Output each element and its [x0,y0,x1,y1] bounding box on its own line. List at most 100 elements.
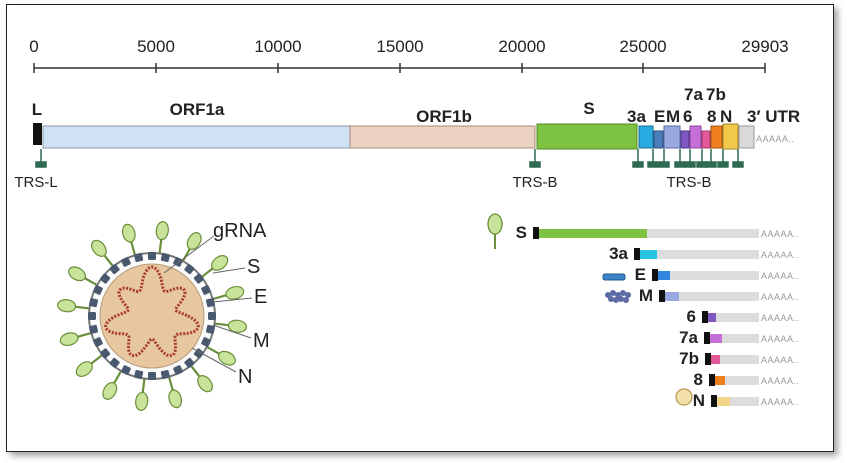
axis-tick-label: 10000 [254,37,301,56]
sgrna-orf [658,271,670,280]
segment-7b [701,130,711,149]
nucleocapsid-icon [675,388,693,406]
spike-protein [155,221,169,255]
sgrna-orf [710,334,722,343]
spike-protein [68,266,99,287]
spike-protein [57,299,91,313]
segment-E [653,130,664,149]
sgrna-body [679,292,759,301]
sgrna-body [722,334,759,343]
segment-ORF1b [349,125,536,149]
virion-label-E: E [254,286,267,308]
virion-label-M: M [253,330,270,352]
membrane-protein [89,324,98,334]
genome-polya-tail: AAAAA.. [756,134,795,144]
sgrna-polya-tail: AAAAA.. [761,334,800,344]
sgrna-label: 6 [687,307,696,326]
segment-label-N: N [720,107,732,126]
spike-protein [91,239,115,268]
membrane-protein [184,357,195,368]
membrane-protein [93,337,103,347]
sgrna-label: M [639,286,653,305]
sgrna-polya-tail: AAAAA.. [761,355,800,365]
M-leader-line [212,324,252,339]
segment-3a [638,125,654,149]
segment-label-3a: 3a [627,107,646,126]
sgrna-row: M AAAAA.. [639,286,800,305]
segment-3UTR [738,125,755,149]
membrane-proteins [88,252,216,380]
membrane-protein [121,365,131,375]
membrane-protein [109,264,120,275]
membrane-icon [605,290,631,303]
sgrna-label: E [635,265,646,284]
sgrna-leader [702,311,708,323]
spike-protein [102,369,123,400]
sgrna-body [716,313,759,322]
S-leader-line [212,267,246,274]
virion-core [99,263,205,369]
sgrna-orf [665,292,679,301]
segment-label-S: S [583,99,594,118]
N-leader-line [191,347,237,373]
virion-label-gRNA: gRNA [213,220,267,242]
sgrna-row: 6 AAAAA.. [687,307,800,326]
membrane-protein [148,372,156,380]
axis-tick-label: 5000 [137,37,175,56]
segment-label-ORF1b: ORF1b [416,107,472,126]
gRNA-leader-line [163,235,215,274]
spike-icon [487,213,503,249]
sgrna-polya-tail: AAAAA.. [761,292,800,302]
sgrna-polya-tail: AAAAA.. [761,229,800,239]
spike-protein [75,353,104,377]
trs-b-label: TRS-B [667,174,712,191]
axis-tick-label: 15000 [376,37,423,56]
sgrna-label: 8 [694,370,703,389]
segment-label-E: E [654,107,665,126]
sgrna-leader [709,374,715,386]
axis-tick-label: 0 [29,37,38,56]
trs-l-label: TRS-L [14,174,57,191]
spike-protein [189,364,213,393]
genome-axis: 0 5000 10000 15000 20000 25000 29903 [29,37,789,73]
sgrna-label: 7b [679,349,699,368]
sgrna-polya-tail: AAAAA.. [761,250,800,260]
segment-label-ORF1a: ORF1a [170,100,225,119]
segment-label-7b: 7b [706,85,726,104]
sgrna-orf [708,313,716,322]
membrane-protein [100,273,111,284]
genome-diagram: 0 5000 10000 15000 20000 25000 29903 L O… [14,37,800,411]
membrane-protein [121,257,131,267]
sgrna-leader [634,248,640,260]
spike-protein [213,319,247,333]
segment-label-3UTR: 3′ UTR [747,107,800,126]
trs-b-label: TRS-B [513,174,558,191]
sgrna-orf [640,250,657,259]
membrane-protein [206,324,215,334]
spike-protein [205,345,236,366]
membrane-protein [148,252,156,260]
membrane-protein [160,370,170,379]
membrane-protein [134,253,144,262]
spike-protein [181,232,202,263]
spike-protein [211,285,245,301]
spike-proteins [57,221,247,411]
membrane-protein [100,348,111,359]
sgrna-body [725,376,759,385]
sgrna-orf [715,376,725,385]
sgrna-body [730,397,759,406]
virion-illustration: gRNA S E M N [57,220,270,411]
trs-marker-mid [529,149,541,168]
segment-7a [689,125,702,149]
sgrna-body [657,250,759,259]
grna-strand [104,265,200,358]
segment-8 [710,125,723,149]
segment-label-M: M [666,107,680,126]
sgrna-polya-tail: AAAAA.. [761,313,800,323]
E-leader-line [212,297,253,303]
sgrna-body [720,355,759,364]
